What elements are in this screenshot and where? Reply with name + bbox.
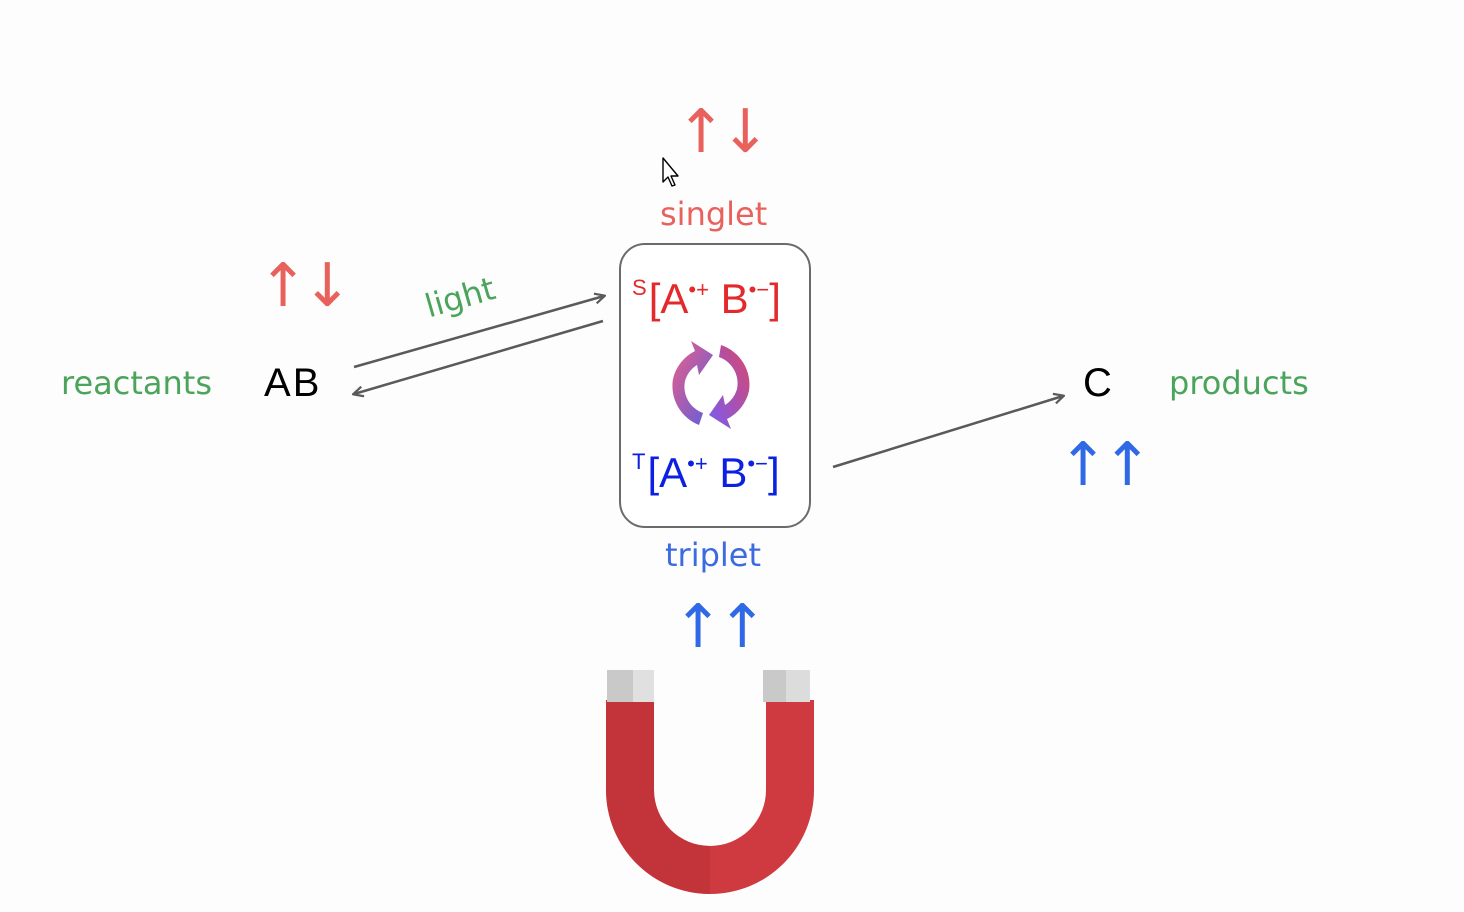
back-arrow bbox=[354, 319, 604, 394]
close-bracket: ] bbox=[767, 449, 780, 496]
singlet-label: singlet bbox=[660, 195, 768, 233]
singlet-spin-pair: ↑↓ bbox=[676, 97, 771, 167]
open-bracket: [ bbox=[648, 275, 661, 322]
radical-b-charge: •− bbox=[748, 277, 770, 302]
products-label: products bbox=[1169, 364, 1309, 402]
triplet-prefix: T bbox=[632, 449, 646, 474]
radical-b-charge: •− bbox=[747, 451, 768, 476]
triplet-label: triplet bbox=[665, 536, 762, 574]
radical-a: A bbox=[659, 449, 688, 496]
reactant-b: B bbox=[292, 361, 320, 405]
forward-arrow bbox=[353, 296, 604, 369]
product-arrow bbox=[832, 396, 1063, 469]
triplet-spin-pair: ↑↑ bbox=[673, 592, 768, 662]
singlet-prefix: S bbox=[632, 275, 647, 300]
reactant-spin-pair: ↑↓ bbox=[258, 251, 353, 321]
reactant-species: AB bbox=[264, 361, 319, 406]
radical-b: B bbox=[719, 449, 748, 496]
reactants-label: reactants bbox=[61, 364, 212, 402]
radical-a: A bbox=[660, 275, 689, 322]
triplet-radical-pair: T[A•+ B•−] bbox=[632, 451, 780, 494]
radical-a-charge: •+ bbox=[687, 451, 708, 476]
close-bracket: ] bbox=[769, 275, 781, 322]
product-species: C bbox=[1083, 361, 1112, 405]
singlet-radical-pair: S[A•+ B•−] bbox=[632, 277, 781, 320]
reactant-a: A bbox=[264, 361, 291, 405]
radical-a-charge: •+ bbox=[688, 277, 709, 302]
open-bracket: [ bbox=[647, 449, 660, 496]
product-spin-pair: ↑↑ bbox=[1058, 430, 1153, 500]
radical-b: B bbox=[720, 275, 749, 322]
